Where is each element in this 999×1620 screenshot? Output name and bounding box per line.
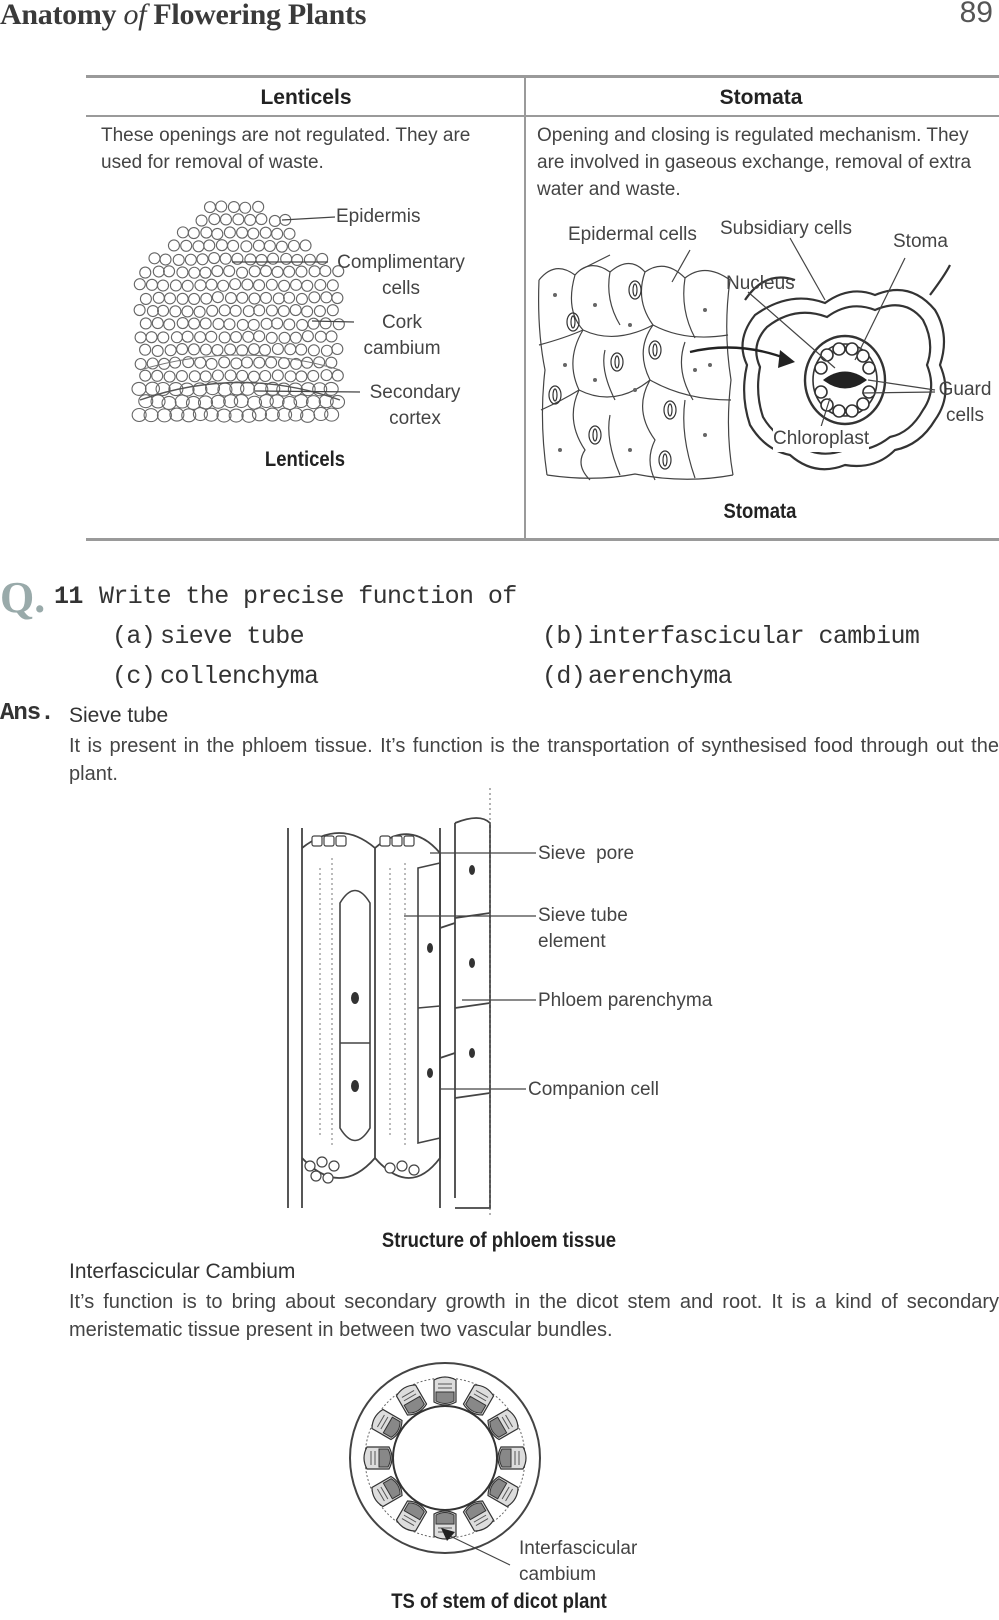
- label-subsidiary-cells: Subsidiary cells: [720, 218, 852, 239]
- title-part-2: of: [123, 0, 147, 31]
- label-guard-cells-1: Guard: [938, 379, 992, 400]
- question-mark: Q.: [0, 573, 46, 622]
- label-epidermis: Epidermis: [336, 206, 421, 227]
- stoma-enlarged-diagram: [741, 264, 951, 471]
- table-top-rule: [86, 75, 999, 78]
- option-c-key: (c): [112, 662, 156, 691]
- label-epidermal-cells: Epidermal cells: [568, 224, 697, 245]
- label-sieve-tube-element-1: Sieve tube: [538, 905, 628, 926]
- label-complimentary-cells-2: cells: [381, 278, 420, 299]
- label-cork-cambium-2: cambium: [363, 338, 441, 359]
- question-number: 11: [54, 582, 83, 611]
- dicot-stem-ts-diagram: [349, 1362, 541, 1554]
- label-phloem-parenchyma: Phloem parenchyma: [538, 990, 713, 1011]
- label-interfascicular-cambium-1: Interfascicular: [519, 1538, 638, 1559]
- option-b-key: (b): [542, 622, 586, 651]
- phloem-caption: Structure of phloem tissue: [381, 1229, 617, 1252]
- lenticel-leader-lines: [232, 216, 361, 393]
- option-a-key: (a): [112, 622, 156, 651]
- label-guard-cells-2: cells: [945, 405, 984, 426]
- option-d-text: aerenchyma: [588, 662, 733, 691]
- phloem-diagram: [287, 788, 491, 1218]
- label-nucleus: Nucleus: [726, 273, 795, 294]
- stomata-diagram: [538, 262, 734, 481]
- label-chloroplast: Chloroplast: [773, 426, 870, 452]
- running-header-title: Anatomy of Flowering Plants: [0, 0, 366, 32]
- label-complimentary-cells-1: Complimentary: [337, 252, 465, 273]
- lenticel-diagram: [131, 200, 346, 423]
- label-sieve-pore: Sieve pore: [538, 843, 635, 864]
- table-header-lenticels: Lenticels: [260, 86, 352, 109]
- stomata-caption: Stomata: [723, 500, 797, 523]
- lenticels-description: These openings are not regulated. They a…: [101, 125, 471, 173]
- stomata-leader-lines: [579, 237, 936, 431]
- ts-caption: TS of stem of dicot plant: [391, 1590, 607, 1613]
- label-interfascicular-cambium-2: cambium: [519, 1564, 597, 1585]
- option-c-text: collenchyma: [160, 662, 319, 691]
- question-text: Write the precise function of: [99, 582, 517, 611]
- label-cork-cambium-1: Cork: [381, 312, 423, 333]
- table-bottom-rule: [86, 538, 999, 541]
- table-column-divider: [524, 76, 526, 539]
- label-secondary-cortex-1: Secondary: [369, 382, 461, 403]
- label-stoma: Stoma: [893, 231, 948, 252]
- interfascicular-cambium-heading: Interfascicular Cambium: [69, 1260, 296, 1283]
- label-companion-cell: Companion cell: [528, 1079, 659, 1100]
- option-b-text: interfascicular cambium: [588, 622, 920, 651]
- interfascicular-cambium-paragraph: It’s function is to bring about secondar…: [69, 1291, 999, 1341]
- table-header-stomata: Stomata: [719, 86, 803, 109]
- sieve-tube-heading: Sieve tube: [69, 704, 169, 727]
- table-header-rule: [86, 115, 999, 117]
- label-sieve-tube-element-2: element: [538, 931, 606, 952]
- option-a-text: sieve tube: [160, 622, 305, 651]
- answer-mark: Ans.: [0, 700, 55, 727]
- stomata-description: Opening and closing is regulated mechani…: [537, 125, 972, 200]
- sieve-tube-paragraph: It is present in the phloem tissue. It’s…: [69, 735, 999, 785]
- option-d-key: (d): [542, 662, 586, 691]
- page-number: 89: [959, 0, 993, 29]
- lenticels-caption: Lenticels: [264, 448, 346, 471]
- title-part-3: Flowering Plants: [153, 0, 367, 31]
- title-part-1: Anatomy: [0, 0, 117, 31]
- label-secondary-cortex-2: cortex: [389, 408, 441, 429]
